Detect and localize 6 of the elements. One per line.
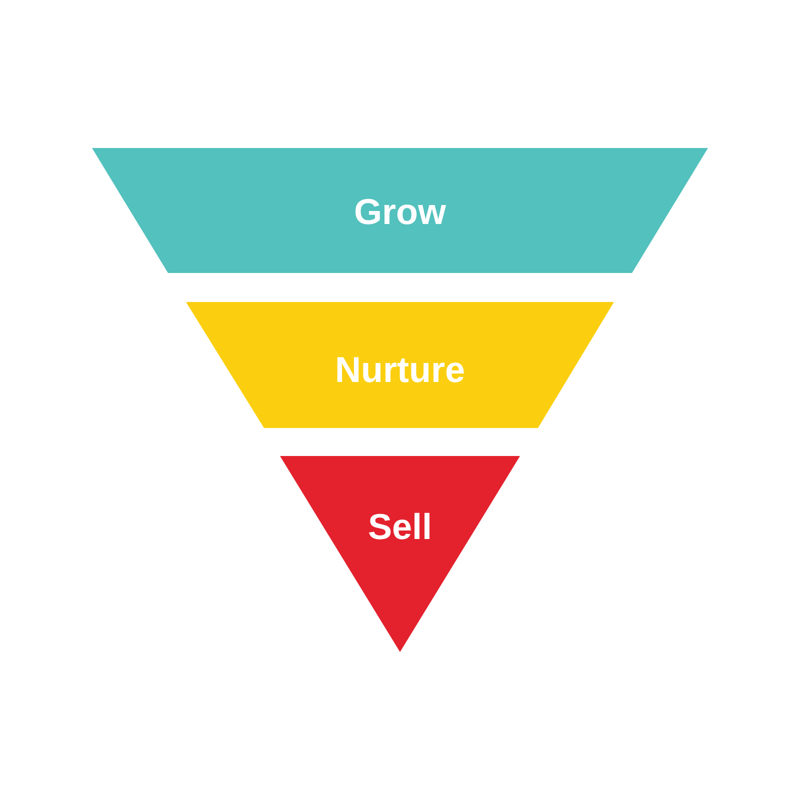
funnel-segment (280, 456, 520, 652)
segment-label: Nurture (335, 350, 465, 390)
funnel-segment (186, 302, 614, 428)
funnel-segment (92, 148, 708, 273)
segment-label: Sell (368, 507, 432, 547)
segment-label: Grow (354, 192, 446, 232)
